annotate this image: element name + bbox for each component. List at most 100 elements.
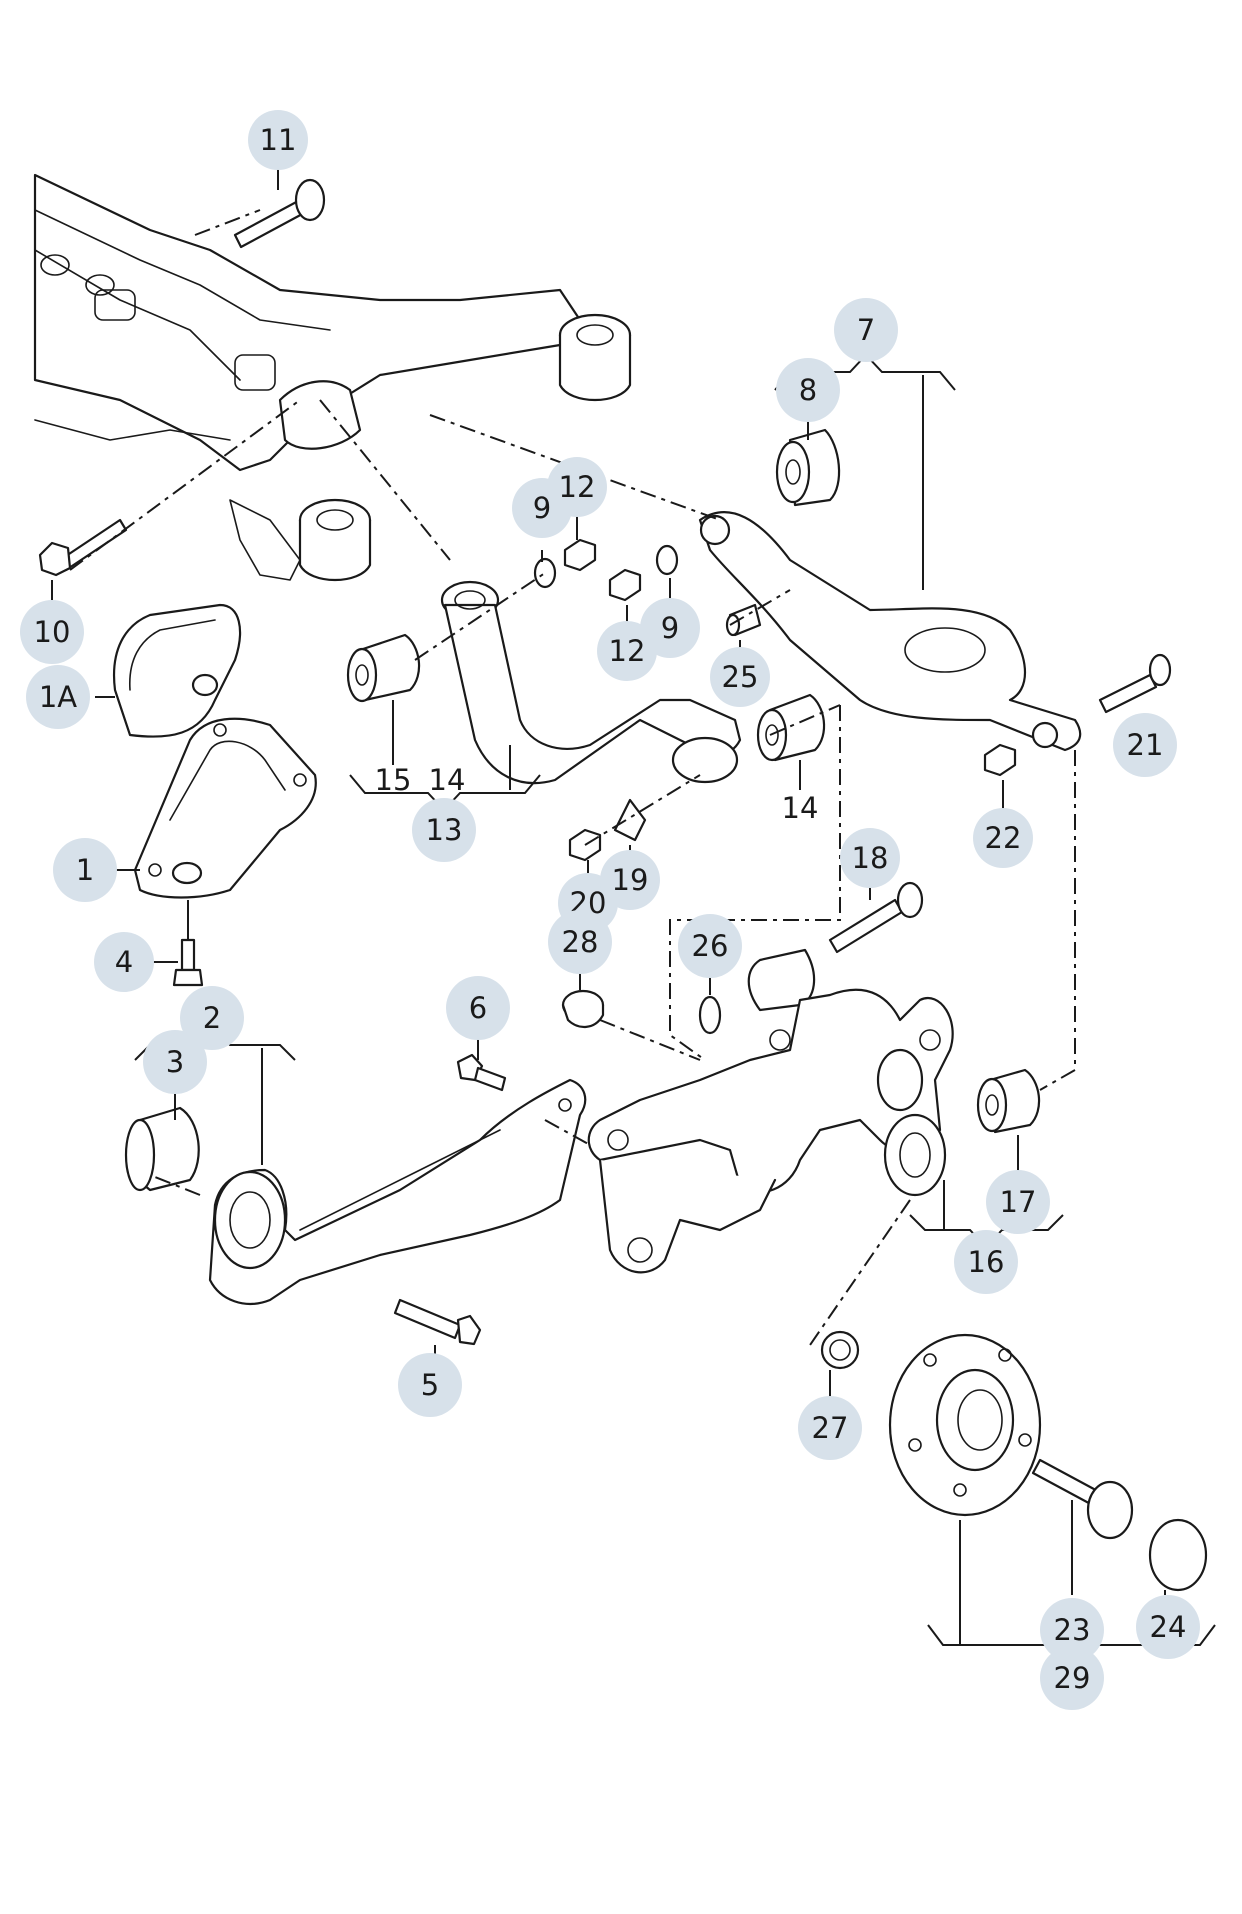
callout-bubble <box>547 457 607 517</box>
callout-label: 18 <box>852 841 889 875</box>
callout-bubble <box>1136 1595 1200 1659</box>
callout-19: 19 <box>600 850 660 910</box>
callout-25: 25 <box>710 647 770 707</box>
mount-1 <box>133 717 317 899</box>
callout-bubble <box>1113 713 1177 777</box>
bolt-5 <box>393 1298 482 1346</box>
callout-bubble <box>600 850 660 910</box>
callout-10: 10 <box>20 600 84 664</box>
seal-27 <box>820 1330 860 1370</box>
callout-14a: 14 <box>429 763 466 797</box>
bushing-17 <box>976 1068 1041 1134</box>
callout-label: 1A <box>39 680 77 714</box>
bushing-28 <box>561 989 605 1028</box>
callout-label: 10 <box>34 615 71 649</box>
washers-nuts <box>533 538 762 637</box>
bolt-11 <box>233 178 326 249</box>
cap-24 <box>1148 1518 1208 1592</box>
callout-label: 1 <box>76 853 94 887</box>
callout-bubble <box>840 828 900 888</box>
callout-26: 26 <box>678 914 742 978</box>
callout-21: 21 <box>1113 713 1177 777</box>
callout-label: 24 <box>1150 1610 1187 1644</box>
callout-8: 8 <box>776 358 840 422</box>
callout-bubble <box>548 910 612 974</box>
callout-5: 5 <box>398 1353 462 1417</box>
wishbone-7 <box>698 428 1082 752</box>
wheel-carrier <box>587 948 954 1274</box>
callout-bubble <box>986 1170 1050 1234</box>
callout-bubble <box>973 808 1033 868</box>
callout-label: 16 <box>968 1245 1005 1279</box>
callout-bubble <box>94 932 154 992</box>
callout-label: 2 <box>203 1001 221 1035</box>
callout-17: 17 <box>986 1170 1050 1234</box>
callout-label: 12 <box>559 470 596 504</box>
trailing-arm-2 <box>124 1078 587 1305</box>
callout-28: 28 <box>548 910 612 974</box>
bolt-10 <box>38 518 128 577</box>
callout-29: 29 <box>1040 1646 1104 1710</box>
callout-label: 12 <box>609 634 646 668</box>
callout-bubble <box>53 838 117 902</box>
bolt-4 <box>172 938 204 987</box>
callout-label: 17 <box>1000 1185 1037 1219</box>
bolt-18 <box>828 881 924 954</box>
bolt-23 <box>1031 1458 1134 1540</box>
callout-label: 3 <box>166 1045 184 1079</box>
callout-7: 7 <box>834 298 898 362</box>
callout-1: 1 <box>53 838 117 902</box>
callout-label: 9 <box>533 491 551 525</box>
callout-label: 29 <box>1054 1661 1091 1695</box>
rear-subframe <box>33 173 632 582</box>
callout-9b: 9 <box>640 598 700 658</box>
callout-bubble <box>1040 1598 1104 1662</box>
callout-label: 13 <box>426 813 463 847</box>
callout-bubble <box>26 665 90 729</box>
callout-label: 15 <box>375 763 412 797</box>
callout-bubble <box>180 986 244 1050</box>
bolt-21 <box>1098 653 1172 714</box>
callout-15: 15 <box>375 763 412 797</box>
callout-label: 7 <box>857 313 875 347</box>
callout-4: 4 <box>94 932 154 992</box>
callout-label: 14 <box>782 791 819 825</box>
bushing-14-right <box>756 693 826 762</box>
callout-label: 14 <box>429 763 466 797</box>
callout-bubble <box>398 1353 462 1417</box>
callout-27: 27 <box>798 1396 862 1460</box>
assembly-lines <box>69 209 1076 1346</box>
callout-label: 25 <box>722 660 759 694</box>
callout-bubble <box>143 1030 207 1094</box>
callout-14b: 14 <box>782 791 819 825</box>
callout-label: 28 <box>562 925 599 959</box>
bracket-19 <box>613 798 647 842</box>
callout-6: 6 <box>446 976 510 1040</box>
callout-bubble <box>1040 1646 1104 1710</box>
callout-22: 22 <box>973 808 1033 868</box>
callout-label: 19 <box>612 863 649 897</box>
callout-bubble <box>640 598 700 658</box>
callout-1A: 1A <box>26 665 90 729</box>
bolt-6 <box>456 1053 507 1092</box>
wheel-hub-29 <box>888 1333 1042 1517</box>
washer-26 <box>698 995 722 1035</box>
callout-bubble <box>446 976 510 1040</box>
callout-bubble <box>834 298 898 362</box>
callout-bubble <box>248 110 308 170</box>
callout-bubble <box>412 798 476 862</box>
callout-18: 18 <box>840 828 900 888</box>
callout-bubble <box>954 1230 1018 1294</box>
control-arm-13 <box>440 580 742 785</box>
callout-bubble <box>776 358 840 422</box>
callout-3: 3 <box>143 1030 207 1094</box>
callout-2: 2 <box>180 986 244 1050</box>
callout-label: 21 <box>1127 728 1164 762</box>
callout-label: 9 <box>661 611 679 645</box>
callout-16: 16 <box>954 1230 1018 1294</box>
nut-22 <box>983 743 1017 777</box>
callout-bubble <box>710 647 770 707</box>
callout-label: 4 <box>115 945 133 979</box>
